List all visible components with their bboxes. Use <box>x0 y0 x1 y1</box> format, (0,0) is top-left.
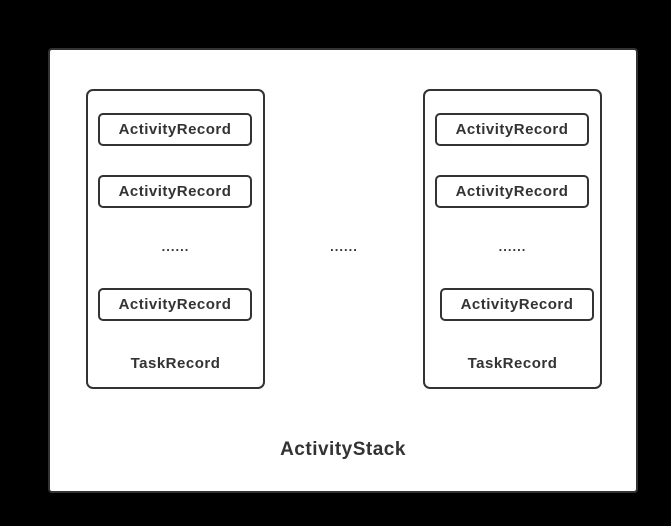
activity-record-label: ActivityRecord <box>118 183 232 200</box>
activity-record-box: ActivityRecord <box>440 288 594 321</box>
ellipsis: ...... <box>161 239 190 254</box>
activity-record-box: ActivityRecord <box>435 175 589 208</box>
activity-record-label: ActivityRecord <box>460 296 574 313</box>
task-record-label: TaskRecord <box>467 355 558 372</box>
activity-record-box: ActivityRecord <box>435 113 589 146</box>
task-record-box: ActivityRecord ActivityRecord ...... Act… <box>86 89 265 389</box>
activity-record-label: ActivityRecord <box>118 121 232 138</box>
activity-record-label: ActivityRecord <box>118 296 232 313</box>
ellipsis: ...... <box>498 239 527 254</box>
activity-stack-label: ActivityStack <box>280 439 406 460</box>
activity-record-box: ActivityRecord <box>98 288 252 321</box>
activity-stack-panel: ActivityRecord ActivityRecord ...... Act… <box>48 48 638 493</box>
task-record-box: ActivityRecord ActivityRecord ...... Act… <box>423 89 602 389</box>
activity-record-box: ActivityRecord <box>98 175 252 208</box>
activity-record-label: ActivityRecord <box>455 121 569 138</box>
activity-record-box: ActivityRecord <box>98 113 252 146</box>
activity-record-label: ActivityRecord <box>455 183 569 200</box>
ellipsis: ...... <box>330 239 358 254</box>
task-record-label: TaskRecord <box>130 355 221 372</box>
